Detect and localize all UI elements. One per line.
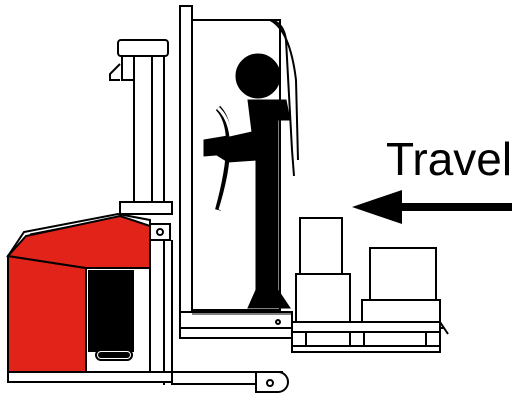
base-chassis — [172, 372, 288, 392]
arrow-left-icon — [352, 190, 512, 224]
battery-compartment — [8, 214, 172, 382]
pallet-load — [292, 218, 448, 352]
travel-direction-label: Travel — [386, 136, 512, 182]
